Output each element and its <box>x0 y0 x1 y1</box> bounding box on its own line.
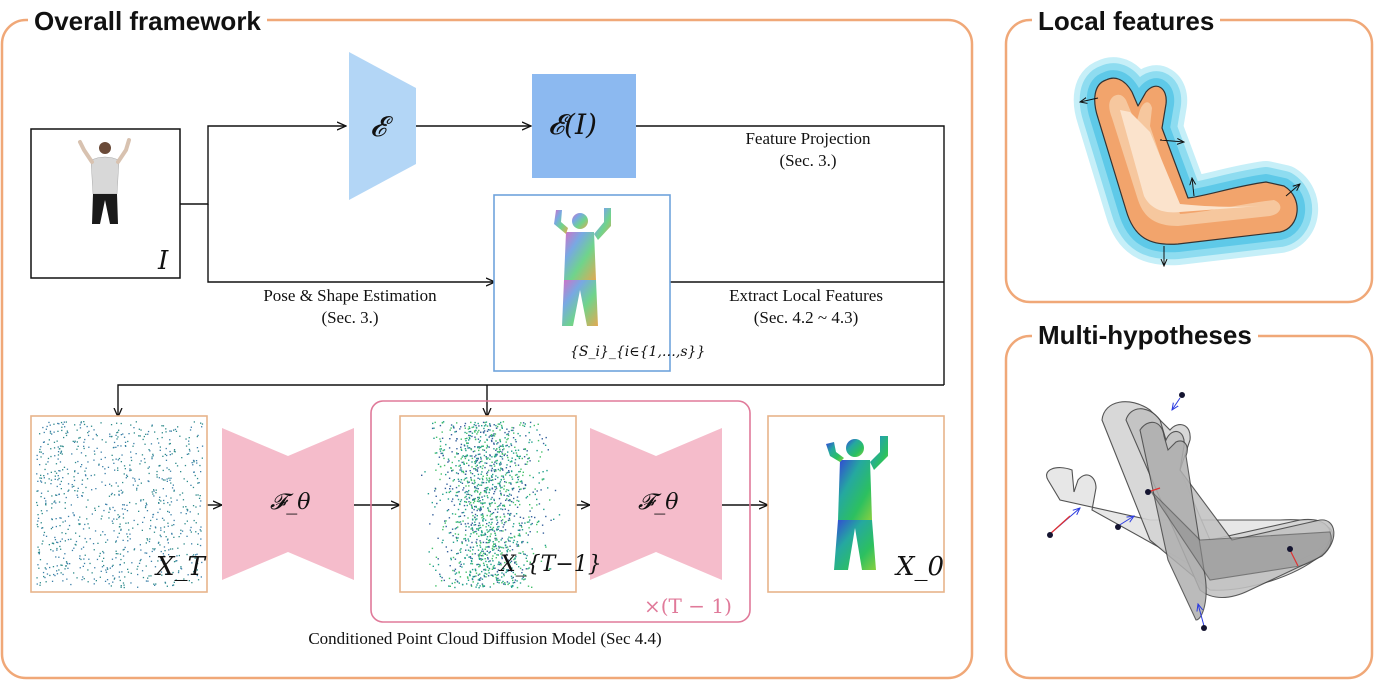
label-denoiser-2: 𝓕_θ <box>638 490 679 515</box>
encoder-trapezoid <box>349 52 416 200</box>
smpl-mesh <box>554 208 611 326</box>
caption-local-features: Extract Local Features (Sec. 4.2 ~ 4.3) <box>696 285 916 329</box>
multi-hypotheses-illustration <box>1046 392 1335 631</box>
local-features-illustration <box>1073 57 1319 266</box>
label-x-0: X_0 <box>896 552 945 582</box>
caption-feature-projection-title: Feature Projection <box>745 129 871 148</box>
partial-point-cloud <box>421 421 561 589</box>
caption-feature-projection-section: (Sec. 3.) <box>779 151 837 170</box>
caption-local-features-title: Extract Local Features <box>729 286 883 305</box>
caption-pose-shape-section: (Sec. 3.) <box>321 308 379 327</box>
label-encoded-features: 𝓔(I) <box>548 108 597 141</box>
label-smpl-set: {S_i}_{i∈{1,…,s}} <box>570 344 706 360</box>
label-x-t-minus-1: X_{T−1} <box>500 552 602 577</box>
label-input-image: I <box>158 246 169 276</box>
title-overall-framework: Overall framework <box>28 6 267 36</box>
encoded-features-box <box>532 74 636 178</box>
overall-frame <box>0 18 974 680</box>
connectors <box>118 126 945 505</box>
title-multi-hypotheses: Multi-hypotheses <box>1032 320 1258 350</box>
diffusion-loop-box <box>370 400 751 623</box>
caption-pose-shape: Pose & Shape Estimation (Sec. 3.) <box>230 285 470 329</box>
denoiser-1 <box>222 428 354 580</box>
caption-diffusion-model-title: Conditioned Point Cloud Diffusion Model … <box>308 629 662 648</box>
caption-local-features-section: (Sec. 4.2 ~ 4.3) <box>753 308 859 327</box>
caption-diffusion-model: Conditioned Point Cloud Diffusion Model … <box>240 628 730 650</box>
label-x-t: X_T <box>156 552 205 582</box>
title-local-features: Local features <box>1032 6 1221 36</box>
caption-pose-shape-title: Pose & Shape Estimation <box>263 286 437 305</box>
label-repeat: ×(T − 1) <box>644 594 732 618</box>
label-encoder: 𝓔 <box>370 110 387 143</box>
noise-point-cloud <box>36 421 204 589</box>
person-photo <box>78 138 131 224</box>
label-denoiser-1: 𝓕_θ <box>270 490 311 515</box>
caption-feature-projection: Feature Projection (Sec. 3.) <box>708 128 908 172</box>
denoiser-2 <box>590 428 722 580</box>
xt-box <box>30 415 208 593</box>
final-point-cloud <box>826 436 888 570</box>
